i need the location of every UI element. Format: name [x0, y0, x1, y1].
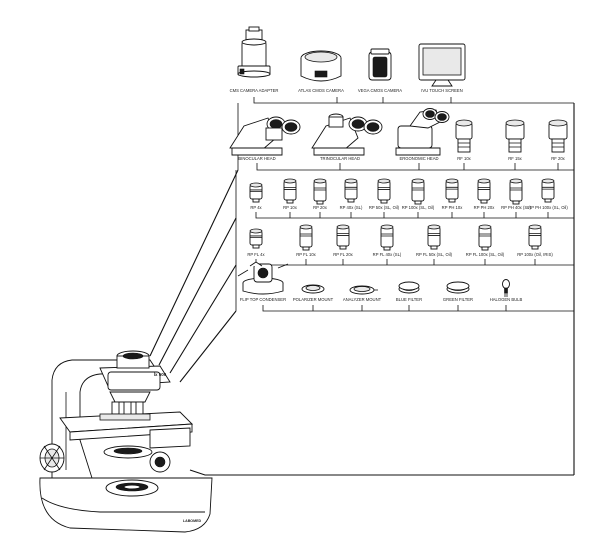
objective-rp-2 [313, 178, 327, 205]
objective-rp-1 [283, 178, 297, 204]
touch-screen-icon [418, 43, 466, 87]
objective-rp-fl-0 [249, 228, 263, 249]
flip-top-condenser-icon [237, 261, 289, 295]
row3-label-2: RP 20x [313, 205, 328, 210]
objective-rp-fl-3 [380, 224, 394, 251]
green-filter-icon [446, 281, 470, 294]
row3-label-1: RP 10x [283, 205, 298, 210]
row1-label-3: IVU TOUCH SCREEN [421, 88, 463, 93]
objective-rp-0 [249, 182, 263, 203]
row2-label-1: TRINOCULAR HEAD [320, 156, 360, 161]
objective-rp-fl-5 [478, 224, 492, 251]
leader-fl-objectives [169, 264, 237, 374]
row5-label-1: POLARIZER MOUNT [293, 297, 334, 302]
objective-rp-3 [344, 178, 358, 203]
row1-ticks [336, 97, 384, 103]
objective-rp-fl-4 [427, 224, 441, 250]
row3-label-9: RP PH 100x (SL, Oil) [528, 205, 568, 210]
label-layer: CMS CAMERA ADAPTER ATLAS CMOS CAMERA VEGA … [230, 88, 569, 302]
row1-bracket [253, 97, 452, 104]
row3-label-7: RP PH 20x [474, 205, 496, 210]
row4-label-1: RP FL 10x [296, 252, 316, 257]
row5-label-0: FLIP TOP CONDENSER [240, 297, 286, 302]
row5-label-3: BLUE FILTER [396, 297, 422, 302]
objective-rp-7 [477, 178, 491, 204]
objective-row-rp-fl [249, 224, 542, 251]
row4-bracket [255, 259, 536, 266]
row5-bracket [262, 305, 507, 312]
row3-label-6: RP PH 10x [442, 205, 464, 210]
objective-rp-5 [411, 178, 425, 205]
binocular-head-icon [229, 116, 301, 156]
row4-label-5: RP FL 100x (SL, Oil) [466, 252, 505, 257]
leader-head [149, 169, 239, 357]
leader-condenser [179, 310, 237, 383]
connector-lines [149, 97, 575, 476]
halogen-bulb-icon [502, 279, 510, 297]
objective-rp-fl-1 [299, 224, 313, 251]
row4-label-4: RP FL 50x (SL, Oil) [416, 252, 453, 257]
row4-label-2: RP FL 20x [333, 252, 353, 257]
objective-rp-9 [541, 178, 555, 203]
row5-label-2: ANALYZER MOUNT [343, 297, 382, 302]
row3-label-3: RP 40x (SL) [340, 205, 363, 210]
leader-objectives [158, 217, 237, 366]
microscope-brand-label: LABOMED [183, 519, 202, 523]
blue-filter-icon [398, 281, 420, 294]
analyzer-mount-icon [349, 285, 378, 295]
ergonomic-head-icon [395, 108, 450, 156]
row5-label-5: HALOGEN BULB [490, 297, 523, 302]
objective-rp-fl-6 [528, 224, 542, 250]
row4-ticks [305, 259, 486, 265]
spine-branches [451, 102, 574, 312]
row5-ticks [312, 305, 459, 311]
polarizer-mount-icon [301, 284, 325, 294]
objective-row-rp [249, 178, 555, 205]
row1-label-1: ATLAS CMOS CAMERA [298, 88, 344, 93]
row1-label-2: VEGA CMOS CAMERA [358, 88, 402, 93]
row5-label-4: GREEN FILTER [443, 297, 473, 302]
leader-base [189, 469, 574, 476]
row4-label-3: RP FL 40x (SL) [373, 252, 402, 257]
row3-bracket [255, 212, 549, 219]
objective-rp-6 [445, 178, 459, 203]
row3-label-8: RP PH 40x (SL) [501, 205, 531, 210]
objective-rp-fl-2 [336, 224, 350, 250]
objective-rp-8 [509, 178, 523, 205]
row1-label-0: CMS CAMERA ADAPTER [230, 88, 279, 93]
row3-ticks [289, 212, 517, 218]
eyepiece-10x-icon [455, 119, 473, 153]
trinocular-head-icon [311, 113, 383, 156]
row2-label-4: RF 15x [508, 156, 522, 161]
eyepiece-15x-icon [505, 119, 525, 153]
row2-ticks [339, 163, 516, 170]
vega-camera-icon [368, 48, 392, 81]
row3-label-0: RP 4x [250, 205, 262, 210]
row2-label-0: BINOCULAR HEAD [238, 156, 275, 161]
row4-label-0: RP FL 4x [247, 252, 265, 257]
left-spine [235, 103, 239, 311]
row4-label-6: RP 100x (Oil, IRIS) [517, 252, 553, 257]
microscope-icon: lx 500 LABOMED [39, 350, 213, 533]
eyepiece-20x-icon [548, 119, 568, 153]
row2-bracket [256, 163, 559, 171]
row2-label-2: ERGONOMIC HEAD [399, 156, 438, 161]
objective-rp-4 [377, 178, 391, 204]
camera-adapter-icon [237, 26, 271, 78]
row3-label-4: RP 50x (SL, Oil) [369, 205, 400, 210]
microscope-model-label: lx 500 [154, 372, 167, 377]
row3-label-5: RP 100x (SL, Oil) [402, 205, 435, 210]
row2-label-5: RF 20x [551, 156, 565, 161]
atlas-camera-icon [300, 50, 342, 82]
row2-label-3: RF 10x [457, 156, 471, 161]
